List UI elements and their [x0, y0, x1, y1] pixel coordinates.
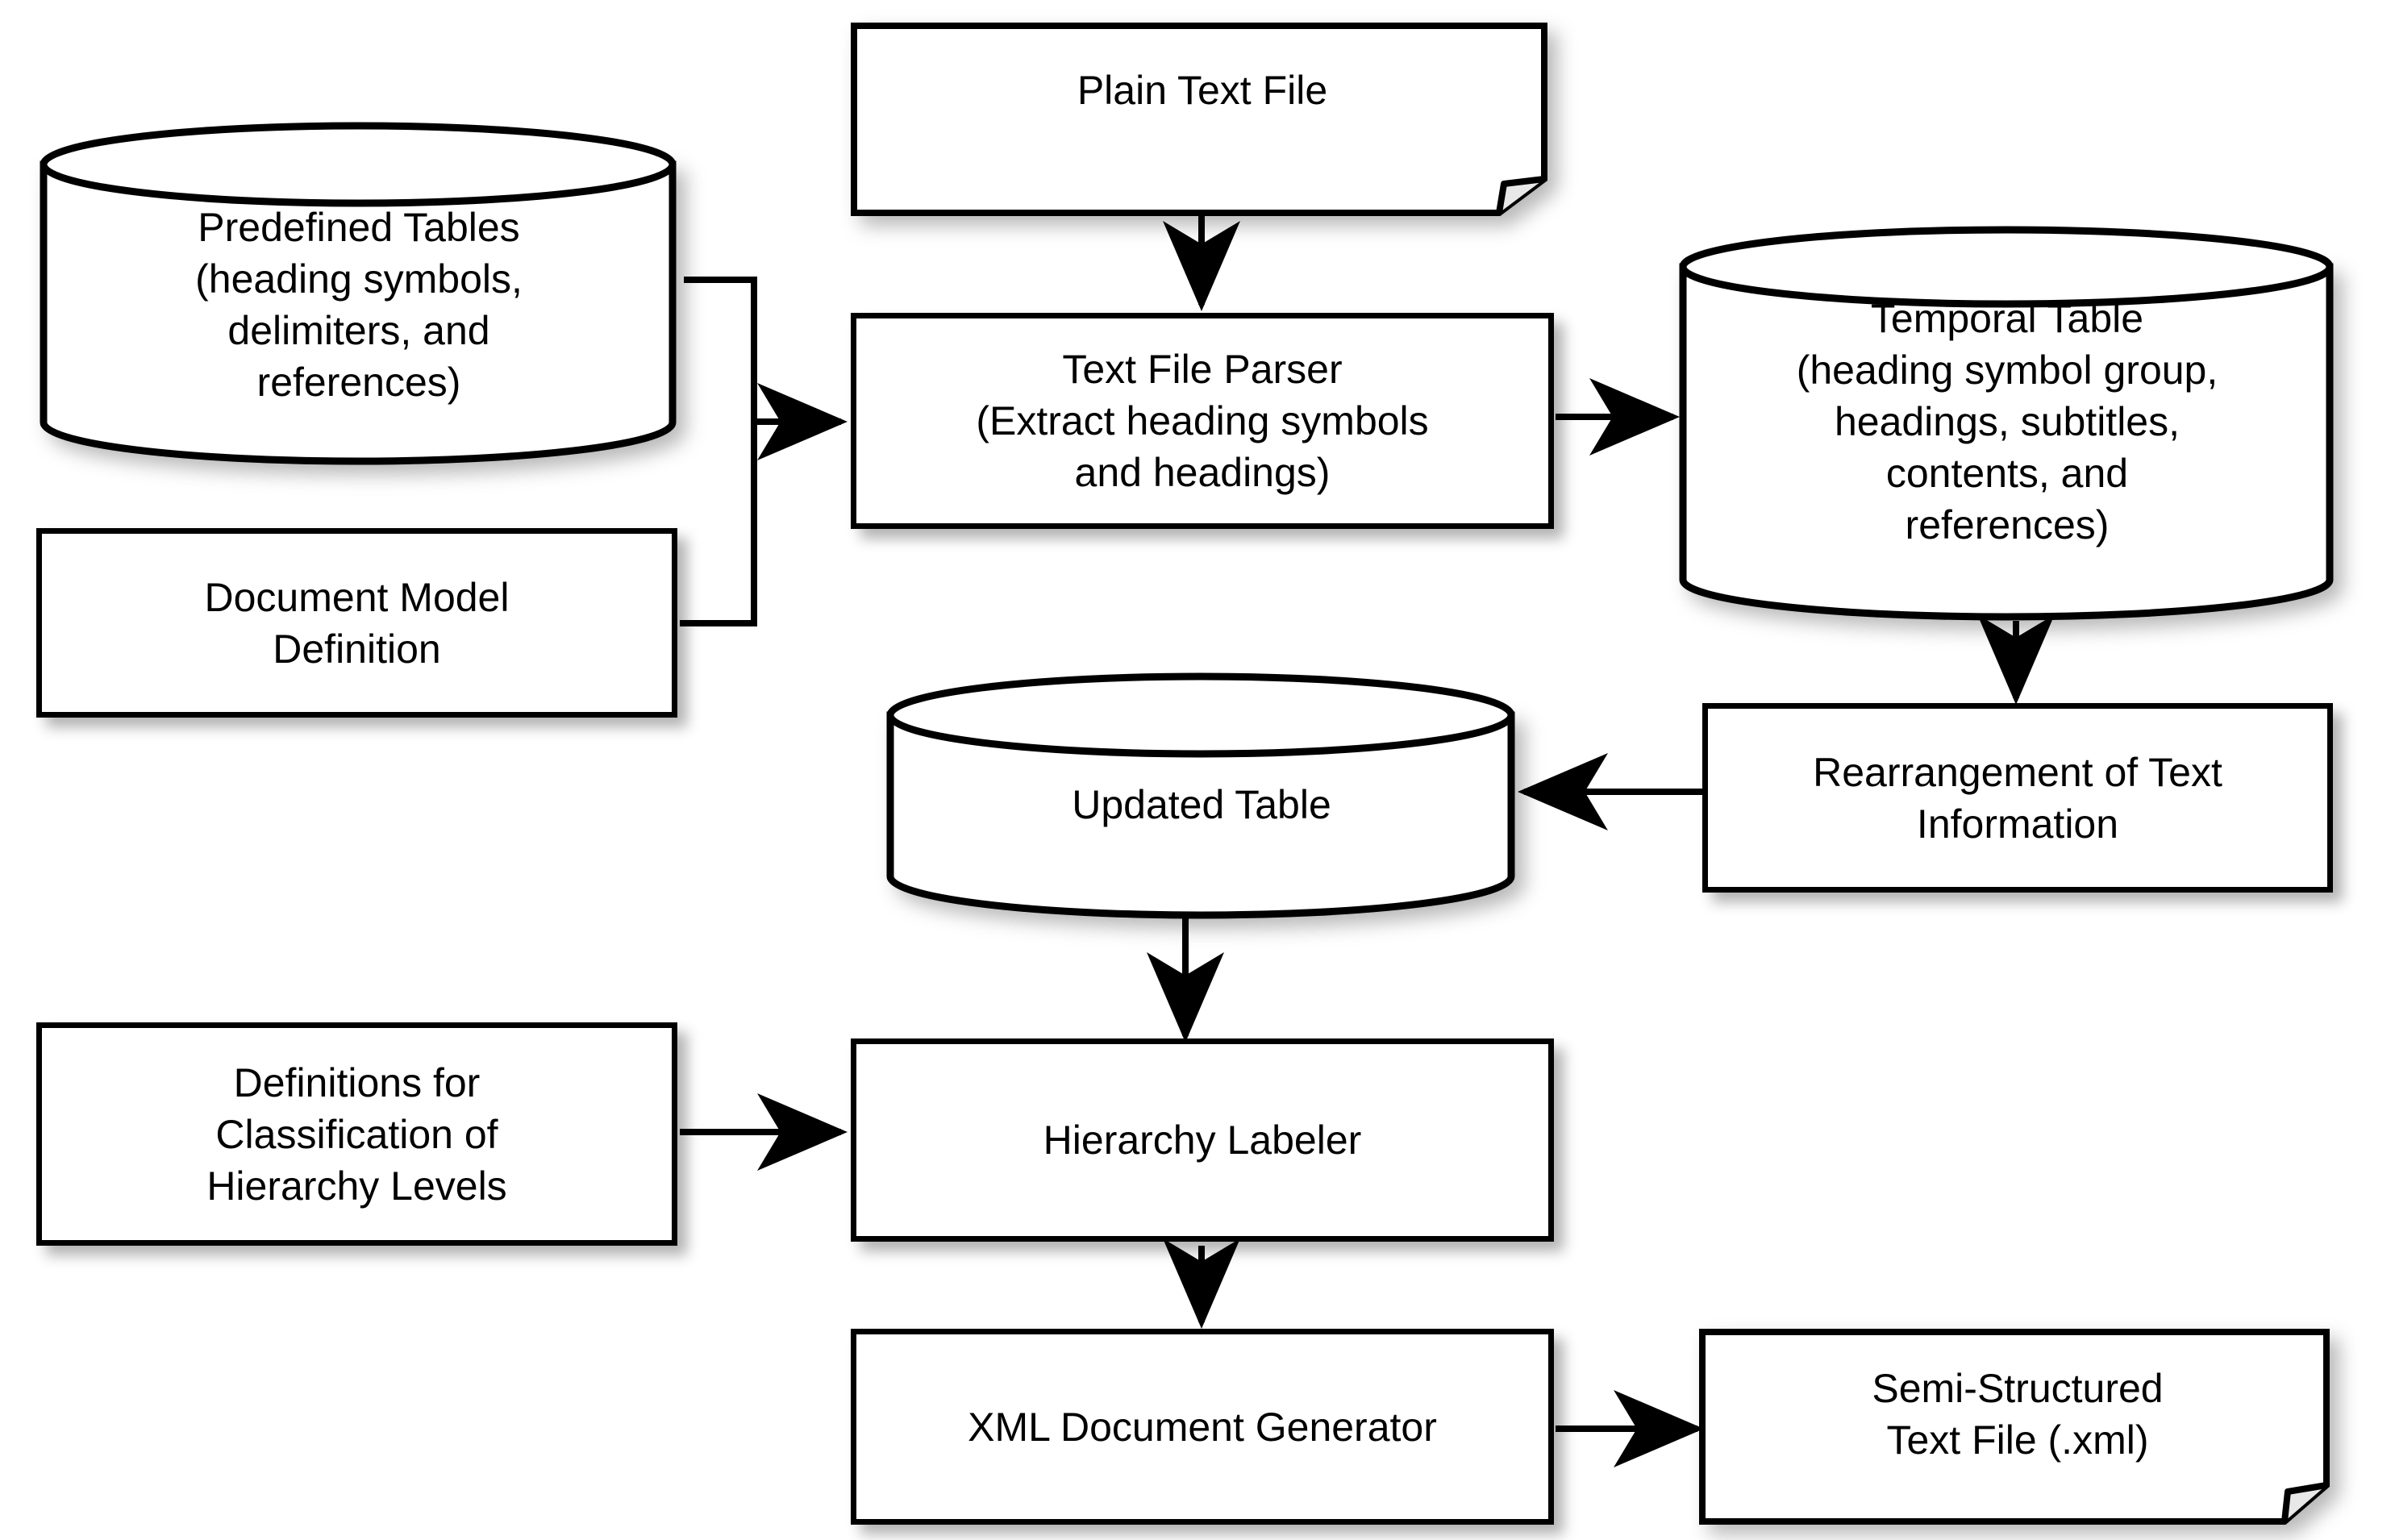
node-label: Plain Text File	[1077, 68, 1328, 113]
node-document-model-definition[interactable]: Document Model Definition	[36, 528, 677, 718]
cylinder-shape	[1679, 226, 2334, 621]
node-label: XML Document Generator	[968, 1404, 1437, 1450]
node-temporal-table[interactable]: Temporal Table (heading symbol group, he…	[1676, 218, 2339, 629]
edge-document-model-branch	[680, 422, 757, 626]
node-label: Updated Table	[1072, 782, 1331, 827]
node-label: Document Model Definition	[204, 574, 510, 672]
node-text-file-parser[interactable]: Text File Parser (Extract heading symbol…	[851, 313, 1554, 529]
node-rearrangement-of-text-information[interactable]: Rearrangement of Text Information	[1702, 703, 2333, 893]
node-label: Rearrangement of Text Information	[1813, 749, 2222, 847]
node-label: Hierarchy Labeler	[1043, 1118, 1362, 1163]
node-updated-table[interactable]: Updated Table	[883, 666, 1520, 924]
node-label: Semi-Structured Text File (.xml)	[1872, 1365, 2164, 1463]
document-shape	[1699, 1329, 2330, 1525]
node-xml-document-generator[interactable]: XML Document Generator	[851, 1329, 1554, 1525]
node-predefined-tables[interactable]: Predefined Tables (heading symbols, deli…	[36, 113, 681, 468]
cylinder-shape	[40, 122, 677, 465]
edge-predefined-tables-branch	[684, 277, 757, 422]
node-definitions-for-classification[interactable]: Definitions for Classification of Hierar…	[36, 1022, 677, 1246]
node-label: Temporal Table (heading symbol group, he…	[1796, 296, 2218, 547]
node-semi-structured-text-file[interactable]: Semi-Structured Text File (.xml)	[1699, 1329, 2336, 1526]
cylinder-shape	[886, 672, 1515, 919]
node-label: Definitions for Classification of Hierar…	[206, 1059, 507, 1209]
node-hierarchy-labeler[interactable]: Hierarchy Labeler	[851, 1038, 1554, 1242]
node-label: Predefined Tables (heading symbols, deli…	[195, 205, 523, 405]
node-plain-text-file[interactable]: Plain Text File	[851, 23, 1554, 218]
node-label: Text File Parser (Extract heading symbol…	[976, 347, 1429, 495]
document-shape	[851, 23, 1547, 216]
